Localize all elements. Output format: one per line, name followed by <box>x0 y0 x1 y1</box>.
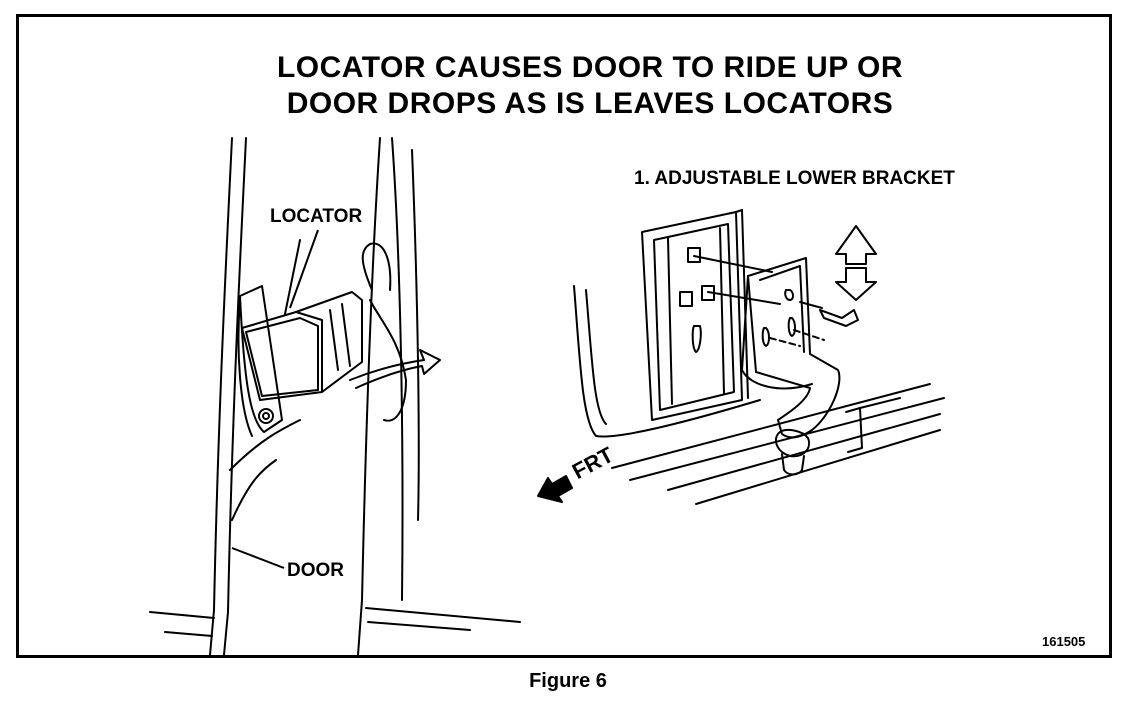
locator-callout: LOCATOR <box>270 206 363 227</box>
figure-frame <box>16 14 1112 658</box>
front-arrow-icon <box>537 475 573 503</box>
figure-title: LOCATOR CAUSES DOOR TO RIDE UP OR DOOR D… <box>160 50 1020 122</box>
figure-caption: Figure 6 <box>529 670 607 692</box>
title-line-2: DOOR DROPS AS IS LEAVES LOCATORS <box>286 87 894 120</box>
door-callout: DOOR <box>287 560 344 581</box>
title-line-1: LOCATOR CAUSES DOOR TO RIDE UP OR <box>276 51 903 84</box>
figure-id: 161505 <box>1042 634 1086 649</box>
locator-leader-line <box>289 229 319 309</box>
bracket-drawing <box>741 257 859 476</box>
rail-drawing <box>611 383 945 505</box>
body-panel-drawing <box>573 209 781 438</box>
bracket-callout: 1. ADJUSTABLE LOWER BRACKET <box>634 168 955 189</box>
door-leader-line <box>231 547 285 569</box>
up-down-arrow-icon <box>835 225 877 301</box>
locator-drawing <box>237 239 441 437</box>
door-pillar-drawing <box>149 137 521 656</box>
